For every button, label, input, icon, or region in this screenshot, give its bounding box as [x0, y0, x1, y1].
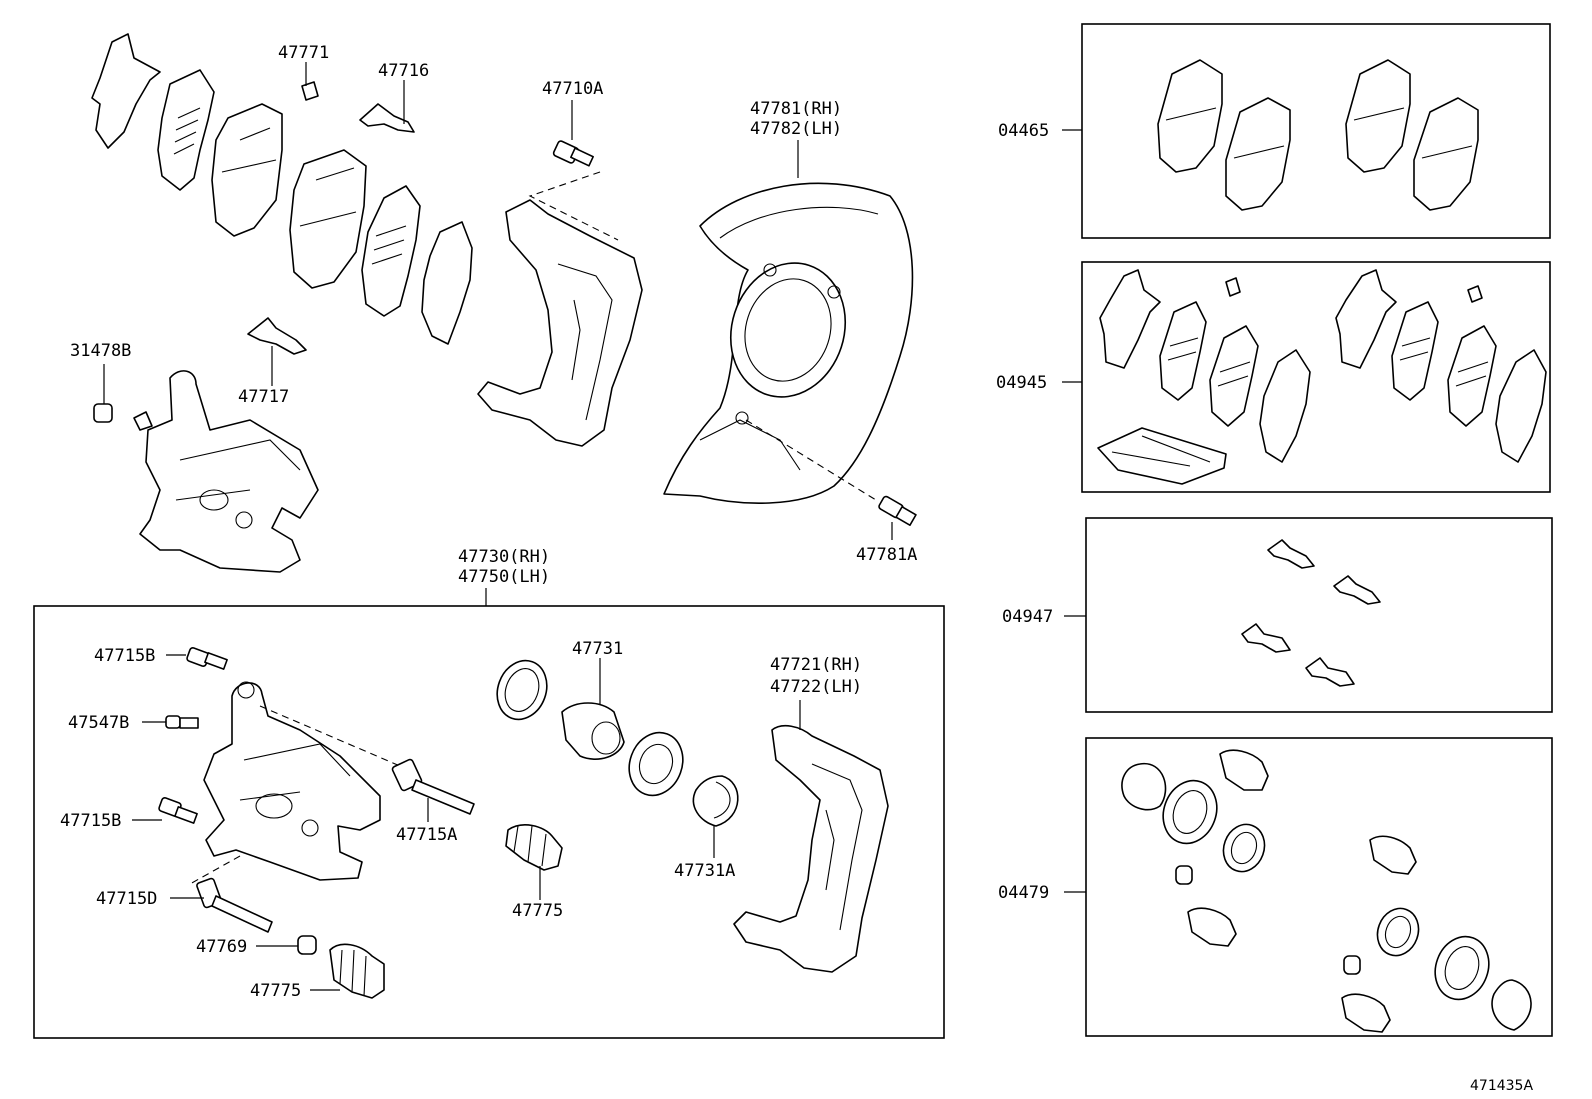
boot-47775-mid [505, 824, 563, 871]
callout-47730-rh: 47730(RH) [458, 547, 550, 567]
piston-seal-47731 [628, 731, 684, 797]
callout-47781-rh: 47781(RH) [750, 99, 842, 119]
callout-47721-rh: 47721(RH) [770, 655, 862, 675]
brake-dust-shield [663, 182, 914, 504]
kit-box-04945 [1081, 261, 1551, 493]
figure-id: 471435A [1470, 1078, 1533, 1094]
caliper-body-top [133, 370, 319, 573]
brake-pad-set-exploded [91, 33, 473, 355]
boot-47775-left [329, 943, 385, 999]
pad-shim-outer-right [421, 221, 473, 345]
callout-47722-lh: 47722(LH) [770, 677, 862, 697]
callout-47775-mid: 47775 [512, 901, 563, 921]
callout-47782-lh: 47782(LH) [750, 119, 842, 139]
callout-47715B-mid: 47715B [60, 811, 121, 831]
kit-04479-seals [1121, 749, 1532, 1033]
callout-47775-left: 47775 [250, 981, 301, 1001]
caliper-body [203, 681, 381, 881]
anti-rattle-spring-bottom [247, 317, 307, 355]
callout-47547B: 47547B [68, 713, 129, 733]
callout-47771: 47771 [278, 43, 329, 63]
caliper-assembly-box [33, 605, 945, 1039]
callout-47769: 47769 [196, 937, 247, 957]
pad-shim-inner-right [361, 185, 421, 317]
bolt-47715B-top [186, 647, 228, 670]
kit-box-04479 [1085, 737, 1553, 1037]
anti-rattle-spring-top [359, 103, 415, 133]
brake-pad-outer [211, 103, 283, 237]
bleeder-plug-47547B [165, 715, 199, 729]
piston-47731 [561, 702, 625, 760]
callout-47716: 47716 [378, 61, 429, 81]
callout-47731: 47731 [572, 639, 623, 659]
bleeder-cap-31478B [93, 403, 113, 423]
kit-label-04465: 04465 [998, 121, 1049, 141]
piston-seal-ring [496, 659, 548, 721]
caliper-mounting-bracket-top [477, 199, 643, 447]
pad-shim-outer-left [91, 33, 161, 149]
callout-47750-lh: 47750(LH) [458, 567, 550, 587]
pad-shim-inner-left [157, 69, 215, 191]
callout-47717: 47717 [238, 387, 289, 407]
callout-47715D: 47715D [96, 889, 157, 909]
kit-box-04947 [1085, 517, 1553, 713]
kit-label-04945: 04945 [996, 373, 1047, 393]
callout-47715A: 47715A [396, 825, 457, 845]
guide-pin-47715A [391, 758, 475, 815]
guide-pin-47715D [196, 877, 273, 933]
kit-04465-pads [1157, 59, 1479, 211]
kit-04945-parts [1097, 269, 1547, 485]
kit-04947-springs [1241, 539, 1381, 687]
callout-47781A: 47781A [856, 545, 917, 565]
kit-label-04947: 04947 [1002, 607, 1053, 627]
bolt-47710A [552, 140, 594, 167]
callout-47710A: 47710A [542, 79, 603, 99]
kit-box-04465 [1081, 23, 1551, 239]
bushing-47769 [297, 935, 317, 955]
callout-31478B: 31478B [70, 341, 131, 361]
callout-47715B-top: 47715B [94, 646, 155, 666]
bolt-47715B-mid [158, 797, 198, 824]
callout-47731A: 47731A [674, 861, 735, 881]
bolt-47781A [878, 495, 917, 526]
caliper-mounting-bracket [733, 724, 889, 973]
retaining-ring-47731A [692, 775, 739, 827]
kit-label-04479: 04479 [998, 883, 1049, 903]
pad-wear-indicator-clip [301, 81, 319, 101]
